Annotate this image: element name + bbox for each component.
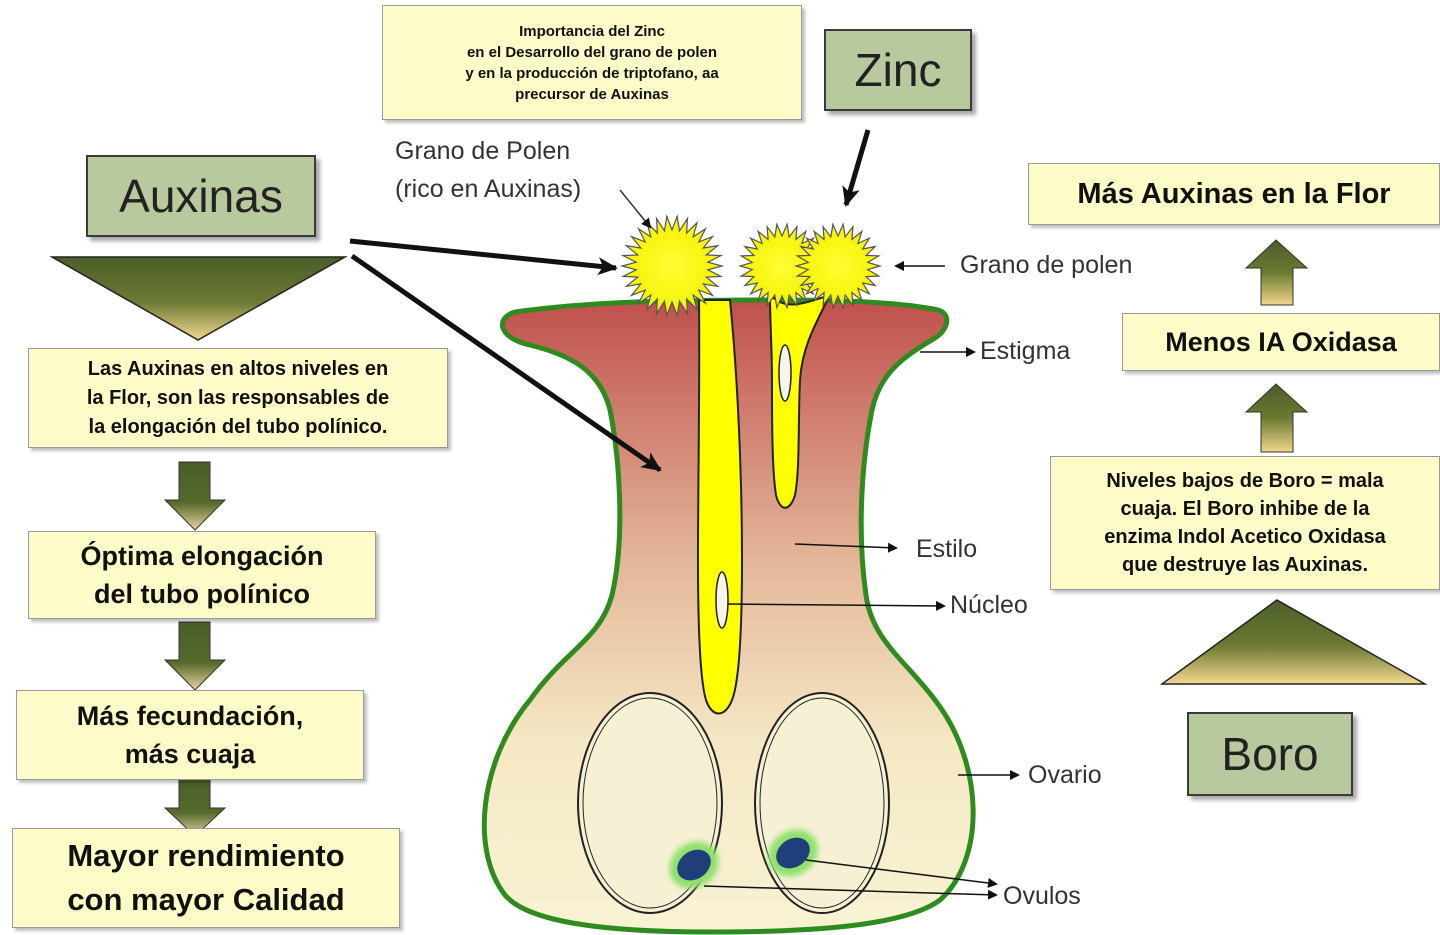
pollen-grain-zinc-1 xyxy=(737,222,827,310)
ovulos-label: Ovulos xyxy=(1003,882,1081,910)
ovary-left-inner xyxy=(582,697,718,909)
auxinas-to-style-arrow xyxy=(350,253,662,473)
ovulos-pointer-2 xyxy=(703,885,998,900)
estigma-label: Estigma xyxy=(980,337,1071,365)
nucleus-long-tube xyxy=(715,571,729,629)
up-arrow-1 xyxy=(1244,239,1309,306)
grano-polen-label: Grano de polen xyxy=(960,251,1133,279)
pollen-grain-auxinas xyxy=(619,213,725,319)
mayor-rendimiento-box: Mayor rendimiento con mayor Calidad xyxy=(12,828,400,928)
ovule-right xyxy=(776,837,810,869)
zinc-note-line4: precursor de Auxinas xyxy=(515,85,669,103)
ovulos-pointer-1 xyxy=(805,859,998,888)
boro-desc-line3: enzima Indol Acetico Oxidasa xyxy=(1104,526,1386,548)
zinc-box: Zinc xyxy=(824,29,972,111)
boro-box: Boro xyxy=(1187,712,1353,796)
ovario-label: Ovario xyxy=(1028,761,1102,789)
menos-ia-oxidasa-box: Menos IA Oxidasa xyxy=(1122,313,1440,371)
desc-line2: la Flor, son las responsables de xyxy=(86,386,390,409)
fecundacion-line2: más cuaja xyxy=(124,739,256,769)
boro-description-box: Niveles bajos de Boro = mala cuaja. El B… xyxy=(1050,456,1440,590)
nucleo-label: Núcleo xyxy=(950,591,1028,619)
boro-up-triangle xyxy=(1159,599,1428,685)
pollen-grain-zinc-2 xyxy=(793,222,883,310)
zinc-note-box: Importancia del Zinc en el Desarrollo de… xyxy=(382,5,802,120)
boro-label: Boro xyxy=(1221,728,1319,780)
polen-rico-line2: (rico en Auxinas) xyxy=(395,175,582,203)
nucleo-pointer xyxy=(727,600,946,611)
zinc-arrow xyxy=(842,129,871,207)
boro-desc-line1: Niveles bajos de Boro = mala xyxy=(1106,470,1384,492)
mas-auxinas-box: Más Auxinas en la Flor xyxy=(1028,163,1440,225)
polen-rico-pointer xyxy=(619,189,652,229)
desc-line3: la elongación del tubo polínico. xyxy=(88,415,388,438)
pollen-tube-long xyxy=(696,299,744,715)
mas-auxinas-label: Más Auxinas en la Flor xyxy=(1077,177,1391,210)
zinc-note-line1: Importancia del Zinc xyxy=(519,22,665,40)
pollen-grains xyxy=(619,213,883,319)
auxinas-label: Auxinas xyxy=(119,170,283,222)
rendimiento-line2: con mayor Calidad xyxy=(67,882,345,917)
mas-fecundacion-box: Más fecundación, más cuaja xyxy=(16,690,364,780)
fecundacion-line1: Más fecundación, xyxy=(76,701,304,731)
zinc-note-line2: en el Desarrollo del grano de polen xyxy=(466,43,718,61)
optima-line2: del tubo polínico xyxy=(94,579,310,609)
boro-desc-line4: que destruye las Auxinas. xyxy=(1121,554,1368,576)
ovule-left xyxy=(677,849,711,881)
auxinas-box: Auxinas xyxy=(86,155,316,237)
zinc-note-line3: y en la producción de triptofano, aa xyxy=(465,64,719,82)
up-arrow-2 xyxy=(1244,383,1309,453)
boro-desc-line2: cuaja. El Boro inhibe de la xyxy=(1120,498,1370,520)
estilo-pointer xyxy=(794,542,898,553)
ovary-right xyxy=(754,692,890,914)
down-arrow-2 xyxy=(163,621,227,691)
polen-rico-label: Grano de Polen (rico en Auxinas) xyxy=(395,132,581,208)
ovary-right-inner xyxy=(759,697,885,909)
desc-line1: Las Auxinas en altos niveles en xyxy=(87,357,389,380)
menos-ia-label: Menos IA Oxidasa xyxy=(1165,326,1397,357)
zinc-label: Zinc xyxy=(854,44,942,96)
optima-line1: Óptima elongación xyxy=(80,541,324,571)
optima-elongacion-box: Óptima elongación del tubo polínico xyxy=(28,531,376,619)
nucleus-short-tube xyxy=(778,344,792,402)
polen-rico-line1: Grano de Polen xyxy=(395,137,571,165)
auxinas-to-pollen-arrow xyxy=(349,238,618,276)
rendimiento-line1: Mayor rendimiento xyxy=(67,838,345,873)
down-arrow-3 xyxy=(163,777,227,837)
estilo-label: Estilo xyxy=(916,535,978,563)
down-arrow-1 xyxy=(163,461,227,531)
auxinas-down-triangle xyxy=(49,256,348,341)
auxinas-description-box: Las Auxinas en altos niveles en la Flor,… xyxy=(28,348,448,448)
